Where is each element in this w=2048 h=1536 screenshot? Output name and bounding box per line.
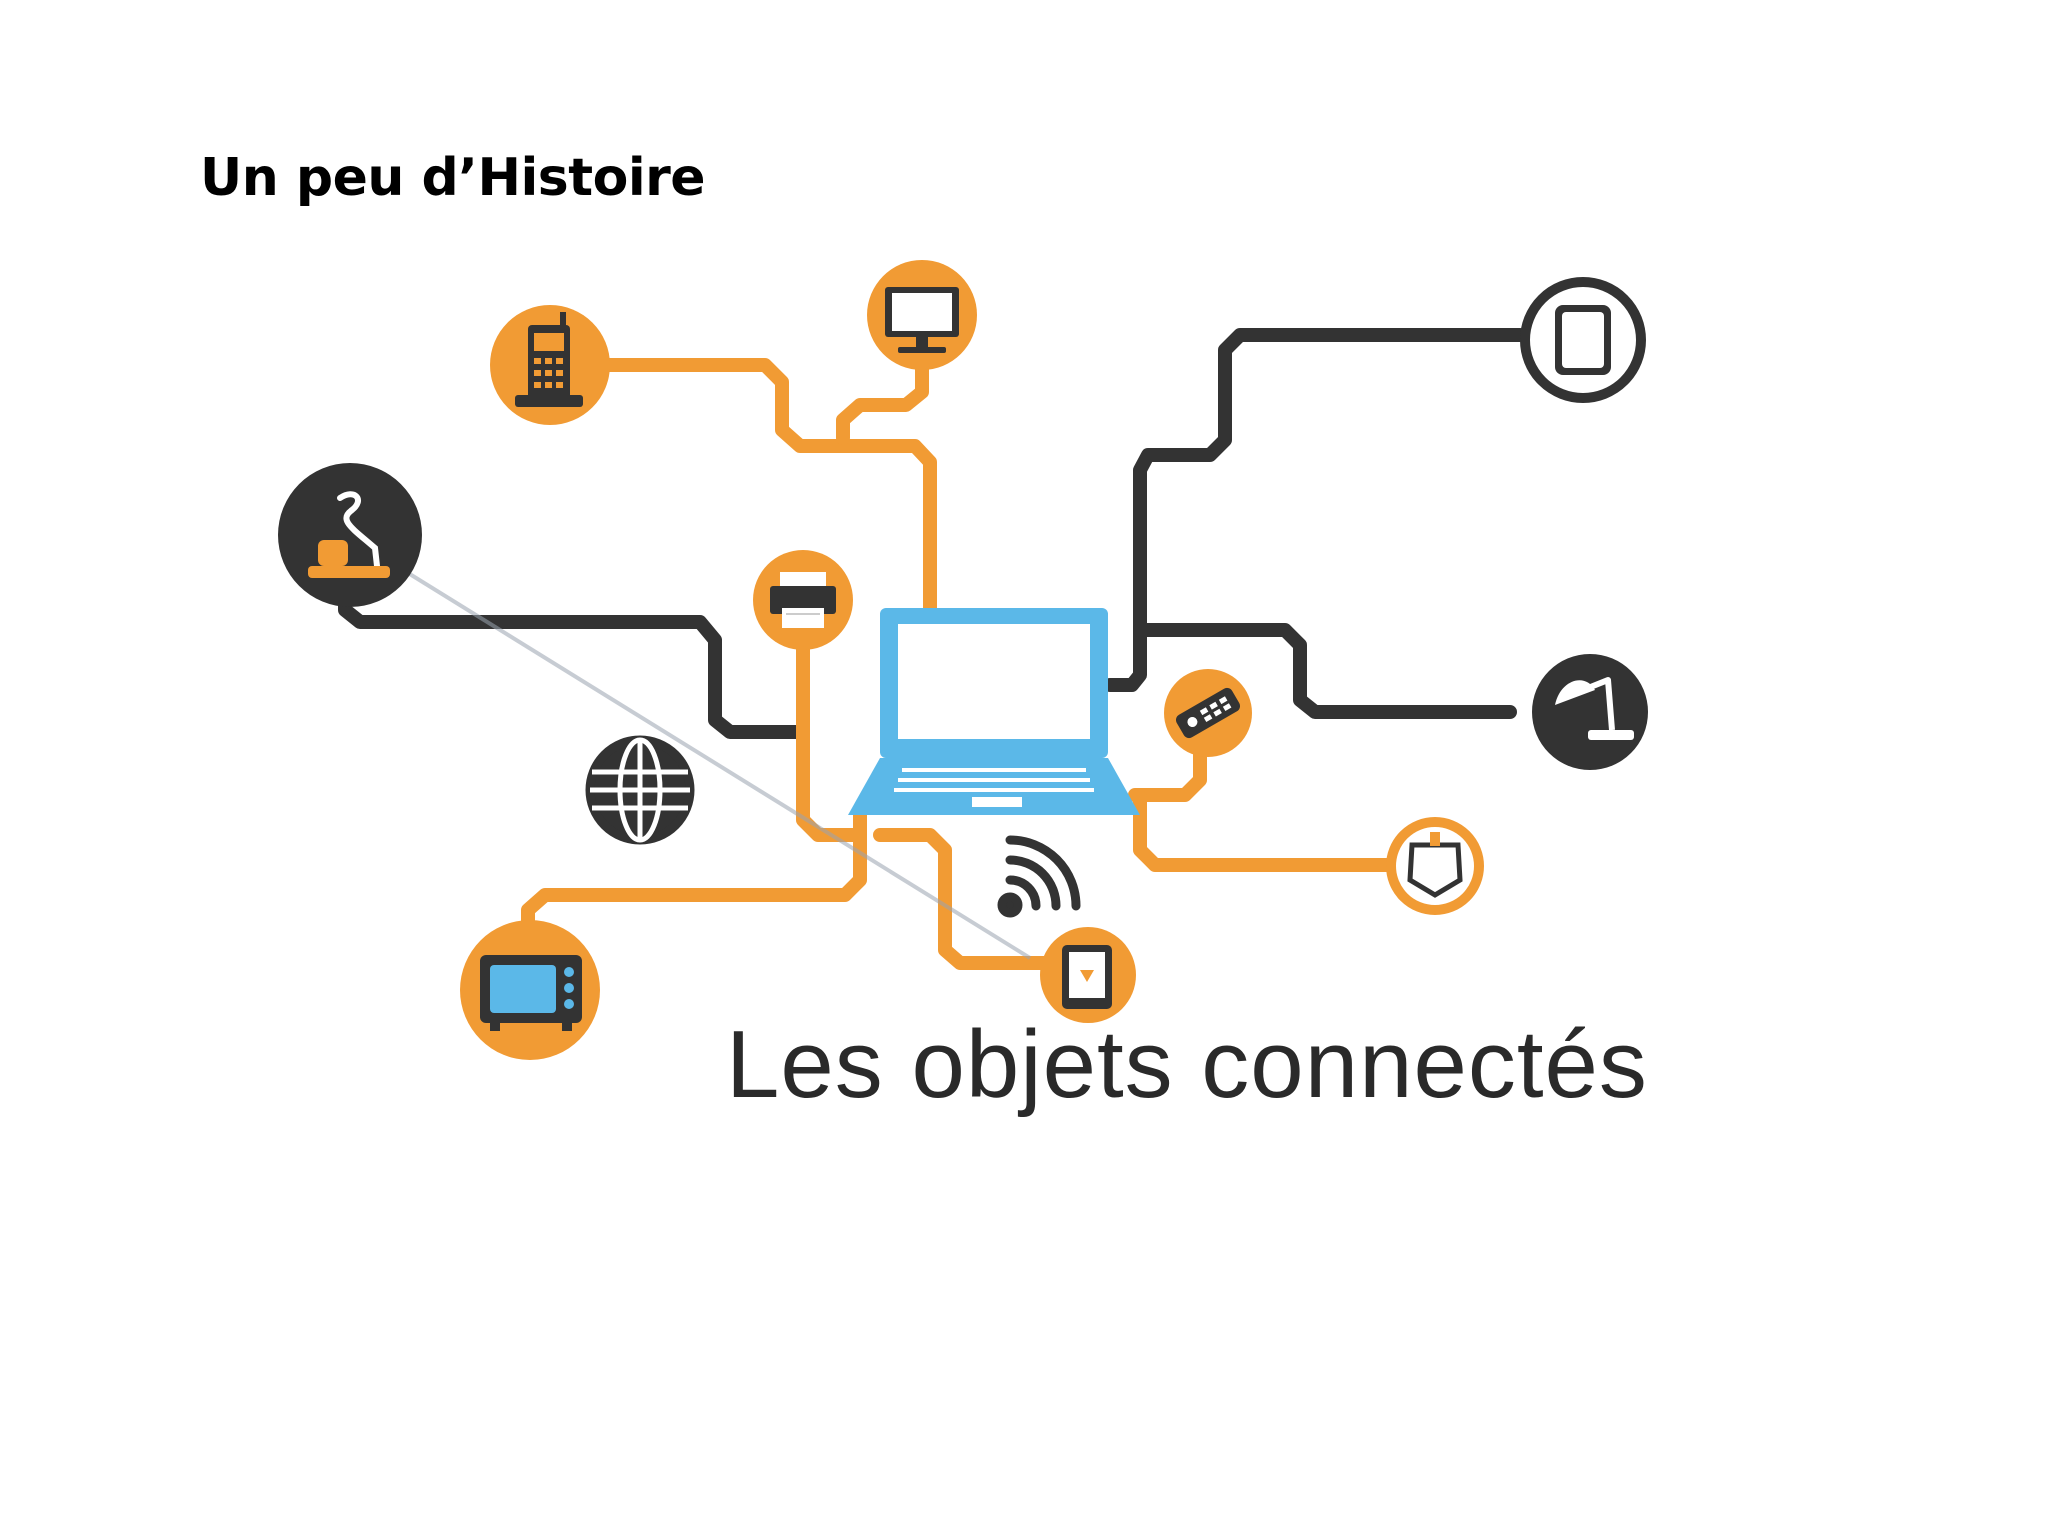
smartwatch-icon <box>1520 277 1646 403</box>
link-printer <box>796 618 862 842</box>
monitor-icon <box>867 260 977 370</box>
link-phone <box>601 358 937 617</box>
cordless-phone-icon <box>490 305 610 425</box>
television-icon <box>460 920 600 1060</box>
link-monitor <box>836 353 929 445</box>
link-smartwatch <box>1103 328 1527 692</box>
laptop-icon <box>848 608 1140 815</box>
link-tablet <box>873 828 1057 970</box>
link-remote <box>1128 733 1207 802</box>
link-lamp <box>1133 623 1517 719</box>
orange-connections <box>521 353 1402 970</box>
wireless-beam <box>398 566 1032 960</box>
desk-lamp-icon <box>1532 654 1648 770</box>
tablet-icon <box>1040 927 1136 1023</box>
illustration-caption: Les objets connectés <box>726 1011 1648 1118</box>
dark-connections <box>338 328 1527 739</box>
smart-plug-icon <box>1386 817 1484 915</box>
printer-icon <box>753 550 853 650</box>
slide-title: Un peu d’Histoire <box>200 148 706 208</box>
wifi-icon <box>997 835 1081 918</box>
globe-icon <box>585 735 695 845</box>
link-plug <box>1133 790 1402 872</box>
remote-control-icon <box>1164 669 1252 757</box>
robot-vacuum-icon <box>278 463 422 607</box>
link-tv <box>521 805 867 962</box>
link-vacuum <box>338 588 807 739</box>
